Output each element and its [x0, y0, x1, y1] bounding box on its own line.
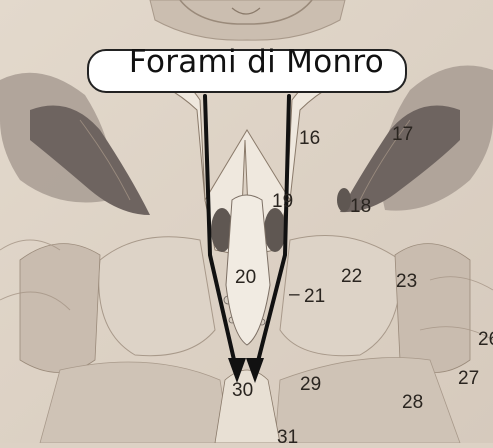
label-21: 21	[304, 287, 325, 306]
label-16: 16	[299, 129, 320, 148]
label-17: 17	[392, 125, 413, 144]
label-31: 31	[277, 428, 298, 447]
label-18: 18	[350, 197, 371, 216]
label-29: 29	[300, 375, 321, 394]
label-28: 28	[402, 393, 423, 412]
label-30: 30	[232, 381, 253, 400]
label-23: 23	[396, 272, 417, 291]
label-26: 26	[478, 330, 493, 349]
label-19: 19	[272, 192, 293, 211]
label-22: 22	[341, 267, 362, 286]
forami-di-monro-label: Forami di Monro	[104, 44, 409, 80]
dash-marker-21: –	[289, 285, 300, 304]
label-27: 27	[458, 369, 479, 388]
label-20: 20	[235, 268, 256, 287]
